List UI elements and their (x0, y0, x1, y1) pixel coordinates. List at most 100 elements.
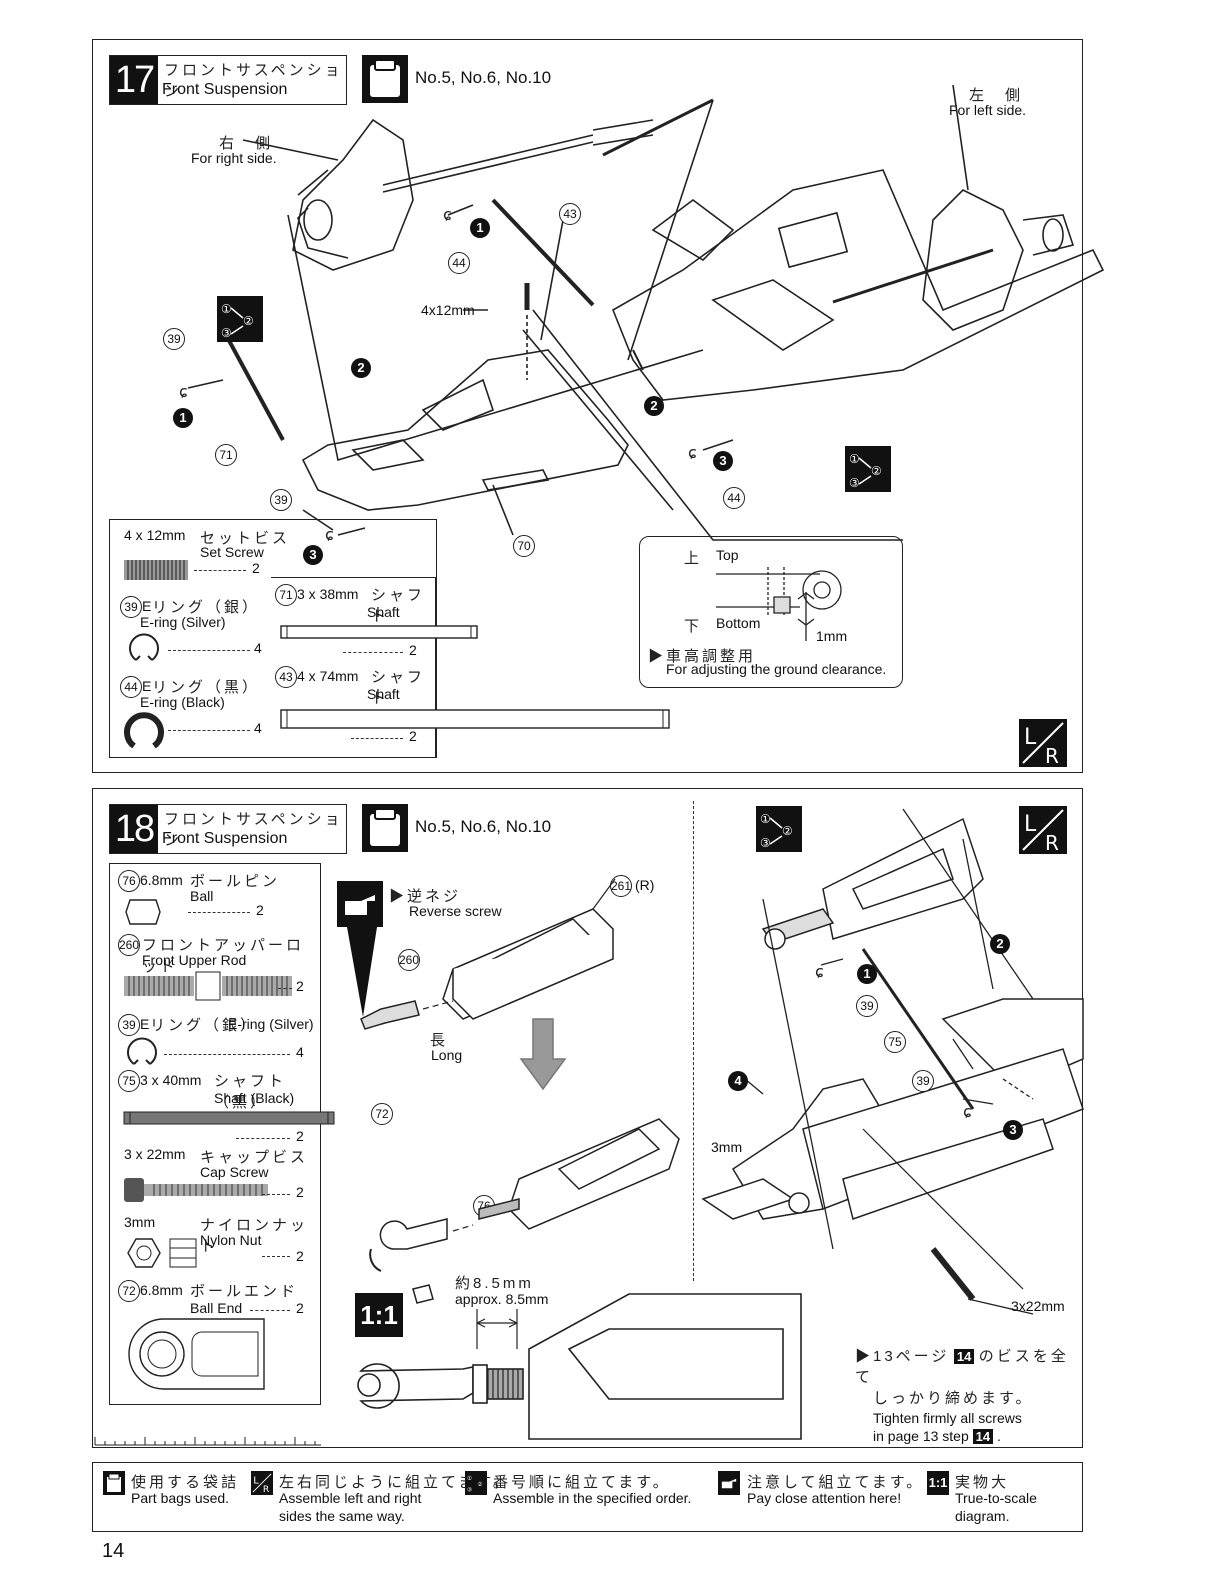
part-en: Cap Screw (200, 1164, 269, 1180)
legend-en: Part bags used. (131, 1490, 230, 1506)
step17-title-en: Front Suspension (162, 81, 288, 98)
svg-text:②: ② (477, 1481, 482, 1488)
step17-number: 17 (110, 56, 158, 104)
svg-text:③: ③ (760, 836, 771, 850)
part-jp: フロントアッパーロッド (142, 937, 305, 975)
step17-bags: No.5, No.6, No.10 (415, 68, 552, 87)
callout-note-en: For adjusting the ground clearance. (666, 661, 887, 677)
part-num: 260 (118, 934, 140, 956)
legend-jp: 左右同じように組立てます。 (279, 1474, 511, 1491)
step18-title-en: Front Suspension (162, 830, 288, 847)
left-side-jp: 左 側 (969, 87, 1024, 104)
set-screw-icon (124, 560, 188, 580)
legend-en: True-to-scale (955, 1490, 1037, 1506)
front-suspension-assembly: ɕ ɕ (701, 808, 1084, 1315)
note-en-end: . (997, 1428, 1001, 1444)
page-number: 14 (102, 1540, 125, 1562)
order-bullet-4: 4 (728, 1071, 748, 1091)
callout-note-jp: ▶車高調整用 (648, 648, 757, 665)
left-hub (922, 189, 1024, 331)
part-jp: シャフト (371, 669, 426, 707)
approx-en: approx. 8.5mm (455, 1291, 549, 1307)
part-qty: 2 (256, 902, 264, 918)
black-shaft-icon (123, 1111, 335, 1125)
part-size: 3mm (124, 1214, 156, 1230)
ground-clearance-callout: 上 Top 下 Bottom 1mm ▶車高調整用 For adjusting … (639, 536, 903, 688)
order-bullet-3c: 3 (1003, 1120, 1023, 1140)
part-label-72: 72 (371, 1103, 393, 1125)
right-hub (292, 118, 414, 271)
part-label-44a: 44 (448, 252, 470, 274)
part-label-260: 260 (398, 949, 420, 971)
part-jp: リング（黒） (152, 679, 261, 696)
attention-icon (718, 1471, 740, 1495)
part-jp: ボールエンド (190, 1283, 299, 1300)
part-size: 6.8mm (140, 872, 183, 888)
attention-pointer (347, 927, 377, 1017)
part-qty: 4 (254, 640, 262, 656)
ball-stud-diagram (716, 567, 842, 641)
true-scale-icon: 1:1 (927, 1471, 949, 1495)
reverse-screw-en: Reverse screw (409, 903, 502, 919)
part-num: 76 (118, 870, 140, 892)
part-jp: シャフト（黒） (214, 1073, 287, 1111)
legend-en2: diagram. (955, 1508, 1010, 1524)
part-qty: 4 (296, 1044, 304, 1060)
svg-text:ɕ: ɕ (325, 525, 334, 544)
part-num: 72 (118, 1280, 140, 1302)
step18-divider (693, 801, 694, 1281)
right-side-jp: 右 側 (219, 135, 274, 152)
long-jp: 長 (430, 1032, 449, 1049)
part-label-39d: 39 (912, 1070, 934, 1092)
callout-gap: 1mm (816, 628, 848, 644)
order-bullet-1a: 1 (470, 218, 490, 238)
step17-parts-box: 4 x 12mm セットビス Set Screw 2 39 E リング（銀） E… (109, 519, 437, 758)
ruler (94, 1437, 321, 1446)
part-en: Front Upper Rod (142, 952, 247, 968)
part-size: 4 x 74mm (297, 668, 359, 684)
svg-text:ɕ: ɕ (688, 443, 697, 462)
part-en: Nylon Nut (200, 1232, 262, 1248)
svg-text:①: ① (849, 452, 860, 466)
bag-icon (362, 55, 408, 103)
reverse-screw-jp: ▶逆ネジ (389, 888, 462, 905)
step18-number: 18 (110, 805, 158, 853)
shaft-71 (224, 334, 285, 441)
part-qty: 2 (409, 728, 417, 744)
svg-text:①: ① (467, 1475, 472, 1482)
step17-header: 17 フロントサスペンション Front Suspension (109, 55, 347, 105)
part-num: 71 (275, 584, 297, 606)
nylon-nut-icon (127, 1238, 197, 1268)
chassis (611, 169, 1105, 401)
note-en2: in page 13 step (873, 1428, 969, 1444)
part-size: 3 x 22mm (124, 1146, 186, 1162)
part-label-39c: 39 (856, 995, 878, 1017)
callout-bottom-jp: 下 (684, 618, 703, 635)
e-ring-silver-icon (127, 1037, 157, 1065)
part-qty: 2 (296, 978, 304, 994)
svg-text:L: L (253, 1475, 259, 1486)
part-jp: ナイロンナット (200, 1217, 309, 1255)
part-en: E-ring (Black) (140, 694, 225, 710)
part-num: 39 (118, 1014, 140, 1036)
shaft-icon (280, 625, 478, 639)
lower-arm-70 (301, 349, 629, 511)
step18-header: 18 フロントサスペンション Front Suspension (109, 804, 347, 854)
part-jp: リング（銀） (152, 599, 261, 616)
part-label-70: 70 (513, 535, 535, 557)
step17-shaft-parts: 71 3 x 38mm シャフト Shaft 2 43 4 x 74mm シャフ… (271, 577, 670, 757)
part-label-43: 43 (559, 203, 581, 225)
legend-en2: sides the same way. (279, 1508, 405, 1524)
svg-text:L: L (1024, 812, 1037, 837)
svg-text:ɕ: ɕ (963, 1102, 972, 1121)
callout-bottom-en: Bottom (716, 615, 761, 631)
order-bullet-2b: 2 (644, 396, 664, 416)
note-step-badge-en: 14 (972, 1429, 994, 1444)
order-bullet-1b: 1 (173, 408, 193, 428)
